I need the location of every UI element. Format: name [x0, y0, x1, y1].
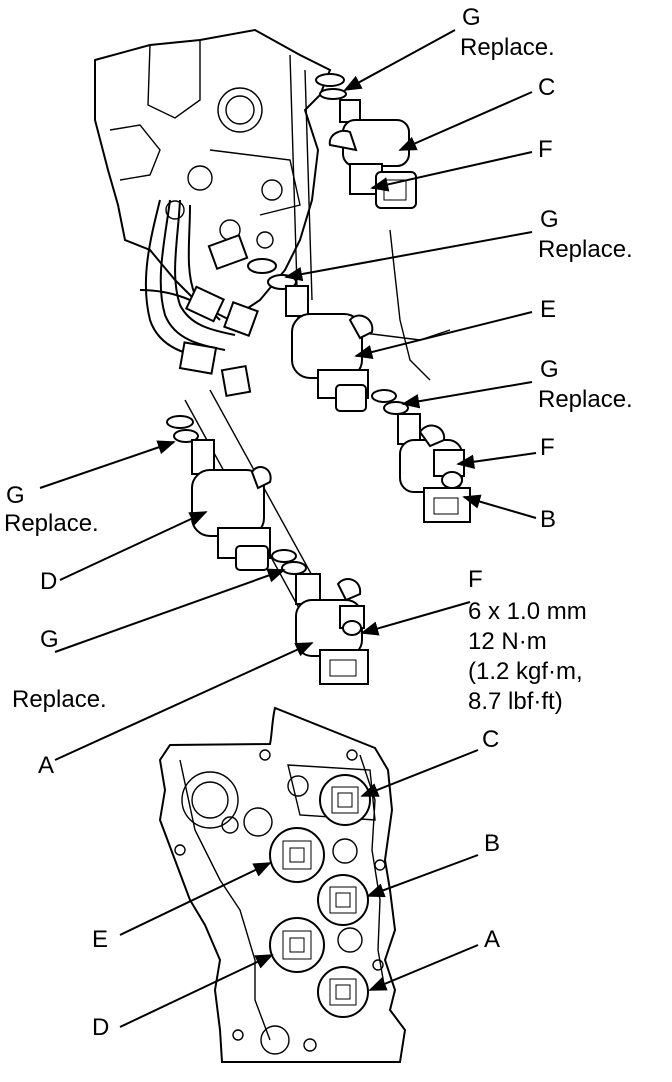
- solenoid-d-left: [166, 415, 272, 571]
- label-d-left: D: [40, 568, 58, 595]
- label-c-top: C: [538, 74, 556, 101]
- label-f-top: F: [538, 136, 553, 163]
- label-g-mid: G: [540, 206, 559, 233]
- solenoid-c-top: [315, 73, 417, 209]
- valve-body: [158, 706, 407, 1063]
- label-d-body: D: [92, 1014, 110, 1041]
- label-g-low-replace: Replace.: [12, 686, 107, 713]
- label-g-low: G: [40, 626, 59, 653]
- label-f-right: F: [540, 434, 555, 461]
- label-f-low-spec2: 12 N·m: [468, 628, 547, 655]
- solenoid-a-low: [271, 549, 369, 685]
- label-f-low-spec1: 6 x 1.0 mm: [468, 598, 587, 625]
- solenoid-e-mid: [247, 258, 374, 412]
- label-a-low: A: [38, 752, 55, 779]
- label-g-top-replace: Replace.: [460, 34, 555, 61]
- label-f-low-spec4: 8.7 lbf·ft): [468, 688, 563, 715]
- wire-harness: [139, 199, 259, 398]
- label-g-right-replace: Replace.: [538, 386, 633, 413]
- label-b-body: B: [484, 830, 501, 857]
- label-g-left-replace: Replace.: [4, 510, 99, 537]
- label-g-top: G: [462, 4, 481, 31]
- label-e-body: E: [92, 926, 109, 953]
- label-f-low-spec3: (1.2 kgf·m,: [468, 658, 583, 685]
- solenoid-b-right: [371, 389, 471, 523]
- valve-body-solenoids: [269, 774, 371, 1018]
- label-g-left: G: [6, 482, 25, 509]
- label-e-mid: E: [540, 296, 557, 323]
- leader-lines: [39, 29, 537, 1028]
- transmission-housing: [94, 28, 451, 611]
- label-f-low: F: [468, 566, 483, 593]
- label-g-mid-replace: Replace.: [538, 236, 633, 263]
- label-c-body: C: [482, 726, 500, 753]
- label-a-body: A: [484, 926, 501, 953]
- label-g-right: G: [540, 356, 559, 383]
- label-b-right: B: [540, 506, 557, 533]
